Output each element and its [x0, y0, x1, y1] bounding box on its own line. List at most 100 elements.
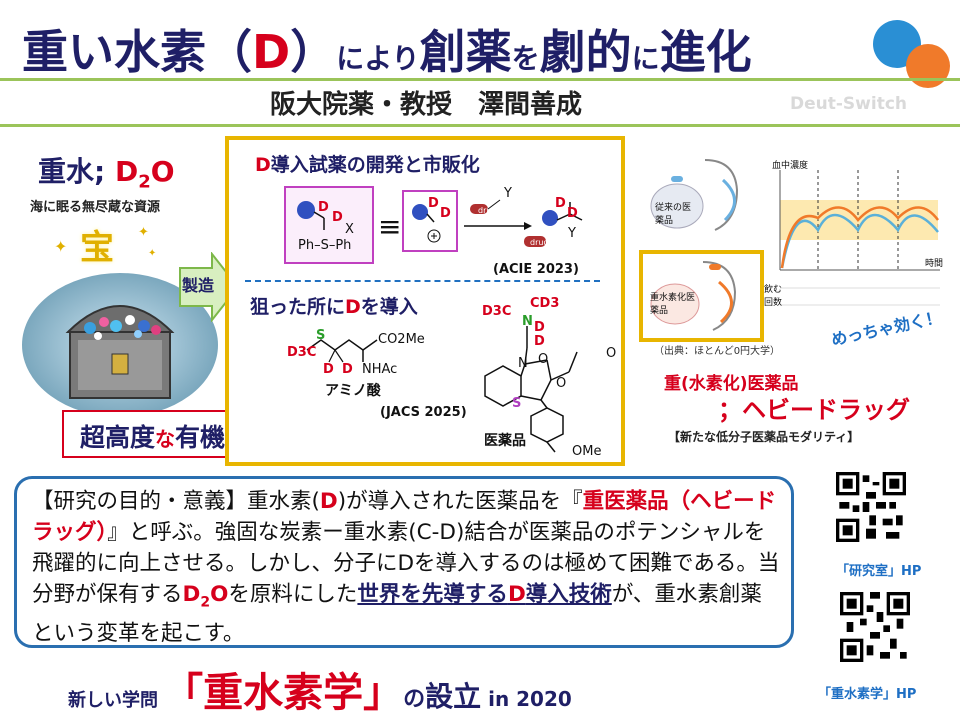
- para-p1: 【研究の目的・意義】重水素(: [32, 489, 320, 514]
- title-wo: を: [511, 42, 540, 75]
- para-p2: )が導入された医薬品を『: [337, 489, 583, 514]
- reagent-molecule-box: [284, 186, 374, 264]
- drug-o-ester: O: [556, 376, 567, 391]
- heavy-water-text: 重水;: [38, 155, 115, 188]
- amino-d1: D: [323, 362, 334, 377]
- amino-acid-label: アミノ酸: [325, 383, 381, 399]
- drug-tag-1: drug: [478, 206, 497, 215]
- plot-xlabel: 時間: [925, 259, 944, 269]
- deuterium-science-qr-code-icon[interactable]: [840, 592, 910, 662]
- header-divider-bottom: [0, 124, 960, 127]
- svg-text:✦: ✦: [54, 237, 67, 256]
- heavy-drug-box-label: 重水素化医薬品: [650, 293, 696, 316]
- footer-new-field: 新しい学問: [68, 690, 158, 711]
- heavy-drug-figure: [650, 261, 737, 331]
- title-ni: に: [631, 42, 660, 75]
- reagent-x: X: [345, 222, 354, 237]
- lab-qr-code-icon[interactable]: [836, 472, 906, 542]
- very-effective-label: めっちゃ効く！: [829, 307, 944, 350]
- para-p3: 』と呼ぶ。強固な炭素ー重水素(C-D)結合が医薬品のポテンシャルを飛躍的に向上さ…: [32, 520, 780, 607]
- subtitle: 阪大院薬・教授 澤間善成: [270, 90, 583, 120]
- amino-s: S: [316, 328, 326, 343]
- target-title-1: 狙った所に: [250, 296, 346, 318]
- reagent-y-minus: Y: [504, 186, 512, 201]
- dose-label: 飲む回数: [764, 285, 783, 308]
- plot-ylabel: 血中濃度: [772, 161, 809, 171]
- para-p4: を原料にした: [228, 582, 358, 607]
- drug-n-top: N: [522, 314, 533, 329]
- blood-concentration-plot: [779, 170, 940, 306]
- para-d2o-2: 2: [200, 594, 211, 611]
- reagent-d1: D: [318, 200, 329, 215]
- sulfonium-reagent-structure: [297, 201, 325, 230]
- drug-d1: D: [534, 320, 545, 335]
- drug-o-acetyl: O: [606, 346, 617, 361]
- reagent-title-d: D: [255, 154, 271, 176]
- title: 重い水素（D）により創薬を劇的に進化: [0, 8, 960, 79]
- target-title-d: D: [345, 296, 361, 318]
- panel-divider: [245, 280, 600, 282]
- para-tech: 導入技術: [525, 582, 612, 607]
- drug-molecule-structure: [484, 326, 578, 453]
- title-part1: 重い水素（: [22, 25, 252, 79]
- watermark: Deut-Switch: [790, 94, 908, 114]
- amino-d2: D: [342, 362, 353, 377]
- amino-co2me: CO2Me: [378, 332, 425, 347]
- target-title-2: を導入: [360, 296, 418, 318]
- amino-nhac: NHAc: [362, 362, 398, 377]
- footer-heavy-science: 「重水素学」: [163, 670, 404, 716]
- footer: 新しい学問 「重水素学」の設立 in 2020: [68, 660, 572, 718]
- conventional-drug-label: 従来の医薬品: [655, 203, 692, 226]
- d2o-o: O: [150, 155, 175, 188]
- heavy-drug-name: ；ヘビードラッグ: [718, 396, 910, 424]
- para-d-tech: D: [507, 582, 526, 607]
- advanced-na: な: [155, 427, 176, 451]
- drug-ome: OMe: [572, 444, 602, 459]
- drug-cd3: CD3: [530, 296, 560, 311]
- equivalent-molecule-box: [402, 190, 458, 252]
- source-credit: （出典：ほとんど0円大学）: [654, 346, 781, 357]
- title-niyori: により: [336, 42, 420, 75]
- amino-d3c: D3C: [287, 345, 317, 360]
- title-d: D: [252, 25, 291, 79]
- equiv-d2: D: [440, 206, 451, 221]
- para-d2o-o: O: [210, 582, 229, 607]
- footer-year: in 2020: [481, 687, 572, 711]
- para-leading: 世界を先導する: [357, 582, 508, 607]
- svg-text:✦: ✦: [148, 248, 156, 259]
- drug-label: 医薬品: [484, 433, 526, 449]
- sea-resource-text: 海に眠る無尽蔵な資源: [30, 200, 161, 215]
- deuterium-science-hp-label[interactable]: 「重水素学」HP: [818, 687, 917, 702]
- heavy-drug-title: 重(水素化)医薬品: [664, 374, 799, 394]
- research-summary-text: 【研究の目的・意義】重水素( D )が導入された医薬品を『重医薬品（ヘビードラッグ）…: [32, 486, 780, 649]
- jacs-ref: (JACS 2025): [380, 405, 467, 420]
- d2o-d: D: [114, 155, 139, 188]
- conventional-drug-figure: [650, 159, 739, 231]
- reagent-title-rest: 導入試薬の開発と市販化: [270, 154, 480, 176]
- drug-d3c: D3C: [482, 304, 512, 319]
- production-label: 製造: [182, 276, 215, 295]
- acie-ref: (ACIE 2023): [493, 262, 579, 277]
- amino-acid-structure: [306, 339, 378, 363]
- reagent-ph-s-ph: Ph–S–Ph: [298, 238, 352, 253]
- research-summary-box: [14, 476, 794, 648]
- carbene-equivalent-structure: [412, 204, 441, 243]
- header-divider-top: [0, 78, 960, 81]
- reagent-title: D導入試薬の開発と市販化: [255, 150, 480, 177]
- title-souyaku: 創薬: [419, 25, 512, 79]
- lab-hp-label[interactable]: 「研究室」HP: [836, 564, 922, 579]
- drug-d2: D: [534, 334, 545, 349]
- footer-establish: 設立: [425, 680, 482, 713]
- d2o-2: 2: [138, 171, 151, 193]
- drug-n-ring: N: [518, 356, 528, 371]
- para-heavy-drug: 重医薬品（ヘビードラッグ）: [32, 489, 777, 545]
- product-d1: D: [555, 196, 566, 211]
- drug-s: S: [512, 396, 522, 411]
- footer-no: の: [403, 687, 426, 712]
- sparkle-icon: ✦ ✦ ✦: [54, 225, 156, 259]
- product-d2: D: [567, 206, 578, 221]
- heavy-water-label: 重水; D2O: [38, 150, 175, 193]
- reaction-arrow-icon: [464, 199, 583, 247]
- modality-label: 【新たな低分子医薬品モダリティ】: [668, 430, 860, 444]
- para-p5: が、重水素創薬という変革を起こす。: [32, 582, 762, 647]
